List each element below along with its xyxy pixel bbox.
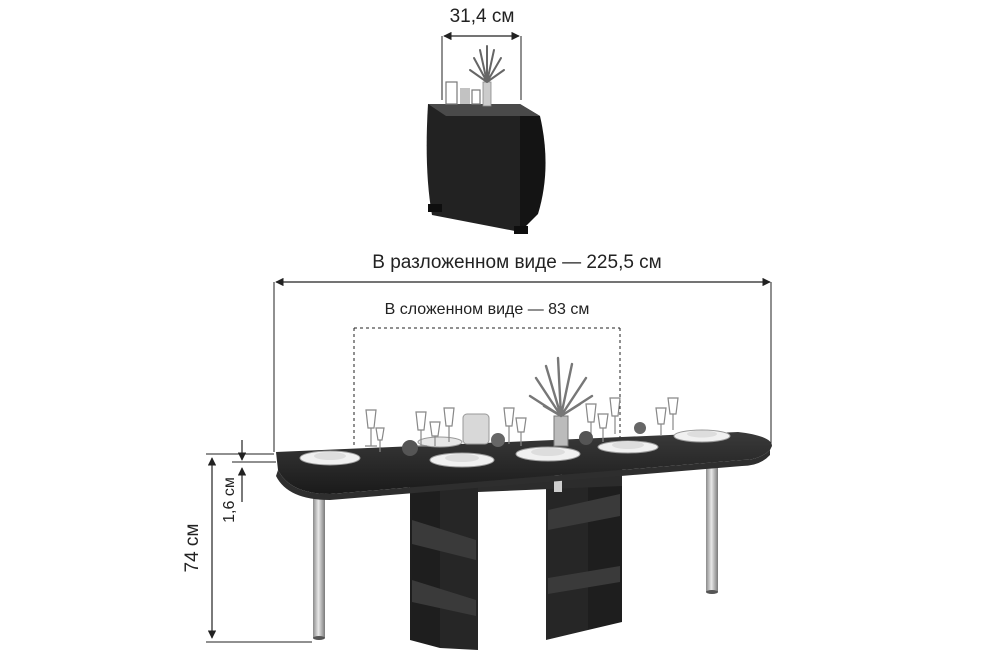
folded-table-illustration bbox=[426, 45, 546, 234]
top-thickness-dimension: 1,6 см bbox=[221, 440, 276, 523]
folded-depth-dimension: 31,4 см bbox=[441, 6, 522, 100]
unfolded-table-illustration bbox=[276, 356, 772, 650]
folded-length-label: В сложенном виде — 83 см bbox=[385, 301, 590, 318]
folded-depth-label: 31,4 см bbox=[450, 6, 515, 27]
unfolded-length-label: В разложенном виде — 225,5 см bbox=[372, 252, 662, 273]
height-label: 74 см bbox=[182, 524, 203, 573]
top-thickness-label: 1,6 см bbox=[221, 477, 238, 523]
folded-length-dimension: В сложенном виде — 83 см bbox=[353, 301, 621, 445]
unfolded-length-dimension: В разложенном виде — 225,5 см bbox=[273, 252, 772, 452]
height-dimension: 74 см bbox=[182, 453, 312, 643]
